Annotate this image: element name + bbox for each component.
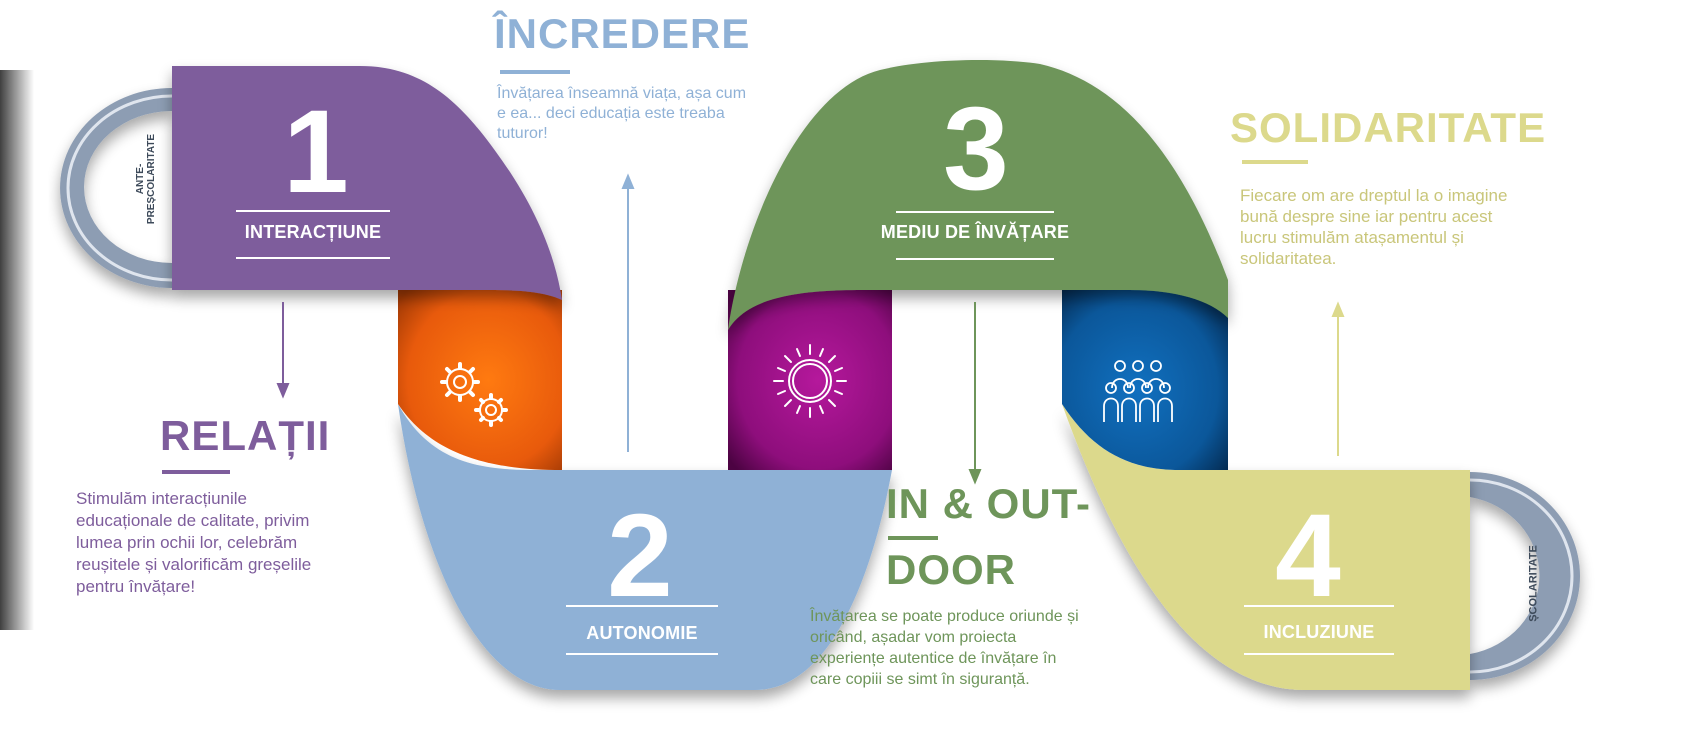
in-out-door-title-line1: IN & OUT- [886, 480, 1091, 527]
relatii-text-line: Stimulăm interacțiunile [76, 489, 248, 508]
segment-1-shape [172, 66, 562, 300]
in-out-door-title-line2: DOOR [886, 546, 1016, 593]
incredere-title: ÎNCREDERE [494, 10, 751, 57]
incredere-rule [500, 70, 570, 74]
in-out-door-text-line: oricând, așadar vom proiecta [810, 629, 1017, 646]
ring-left-line2: PREȘCOLARITATE [146, 133, 157, 225]
ante-prescolaritate-label: ANTE- PREȘCOLARITATE [135, 129, 157, 229]
incredere-text-line: Învățarea înseamnă viața, așa cum [497, 85, 747, 102]
incredere-text-line: tuturor! [497, 125, 548, 142]
magenta-band [728, 290, 892, 470]
segment-3-label: MEDIU DE ÎNVĂȚARE [880, 222, 1070, 242]
incredere-text: Învățarea înseamnă viața, așa cum e ea..… [497, 84, 817, 144]
relatii-text-line: educaționale de calitate, privim [76, 511, 310, 530]
in-out-door-rule [888, 536, 938, 540]
relatii-text: Stimulăm interacțiunile educaționale de … [76, 488, 406, 598]
segment-1-line-top [236, 210, 390, 212]
gears-icon [440, 362, 508, 427]
segment-3-line-top [896, 211, 1054, 213]
segment-2-line-bottom [566, 653, 718, 655]
relatii-text-line: pentru învățare! [76, 577, 196, 596]
segment-4-line-bottom [1244, 653, 1394, 655]
segment-4-shape [1062, 404, 1470, 690]
right-ring [1469, 472, 1580, 680]
ring-left-line1: ANTE- [135, 163, 146, 195]
segment-4-line-top [1244, 605, 1394, 607]
arrow-in-out-door [968, 302, 982, 485]
solidaritate-text-line: Fiecare om are dreptul la o imagine [1240, 186, 1508, 205]
segment-2-shape [398, 404, 892, 690]
segment-3-line-bottom [896, 258, 1054, 260]
solidaritate-text-line: bună despre sine iar pentru acest [1240, 207, 1493, 226]
blue-band [1062, 290, 1228, 470]
in-out-door-text-line: experiențe autentice de învățare în [810, 650, 1057, 667]
relatii-rule [162, 470, 230, 474]
orange-band [398, 290, 562, 470]
relatii-title: RELAȚII [160, 412, 331, 459]
segment-4-label: INCLUZIUNE [1263, 622, 1375, 642]
solidaritate-text-line: solidaritatea. [1240, 249, 1337, 268]
segment-4-number: 4 [1275, 490, 1341, 622]
left-ring [60, 88, 173, 288]
relatii-text-line: reușitele și valorificăm greșelile [76, 555, 312, 574]
scolaritate-label: ȘCOLARITATE [1527, 545, 1540, 622]
arrow-solidaritate [1331, 301, 1345, 456]
solidaritate-rule [1242, 160, 1308, 164]
solidaritate-text-line: lucru stimulăm atașamentul și [1240, 228, 1464, 247]
segment-2-line-top [566, 605, 718, 607]
segment-2-label: AUTONOMIE [586, 623, 698, 643]
relatii-text-line: lumea prin ochii lor, celebrăm [76, 533, 298, 552]
solidaritate-title: SOLIDARITATE [1230, 104, 1547, 151]
in-out-door-text-line: care copiii se simt în siguranță. [810, 671, 1030, 688]
incredere-text-line: e ea... deci educația este treaba [497, 105, 725, 122]
left-edge-shadow [0, 70, 34, 630]
arrow-incredere [621, 173, 635, 452]
segment-3-shape [728, 60, 1228, 331]
arrow-relatii [276, 302, 290, 399]
people-group-icon [1103, 360, 1173, 422]
segment-1-number: 1 [283, 86, 349, 218]
solidaritate-text: Fiecare om are dreptul la o imagine bună… [1240, 185, 1580, 269]
in-out-door-text: Învățarea se poate produce oriunde și or… [810, 606, 1170, 690]
segment-2-number: 2 [607, 490, 673, 622]
segment-3-number: 3 [943, 83, 1009, 215]
segment-1-label: INTERACȚIUNE [244, 222, 382, 242]
sun-icon [773, 344, 847, 418]
segment-1-line-bottom [236, 257, 390, 259]
in-out-door-text-line: Învățarea se poate produce oriunde și [810, 608, 1079, 625]
